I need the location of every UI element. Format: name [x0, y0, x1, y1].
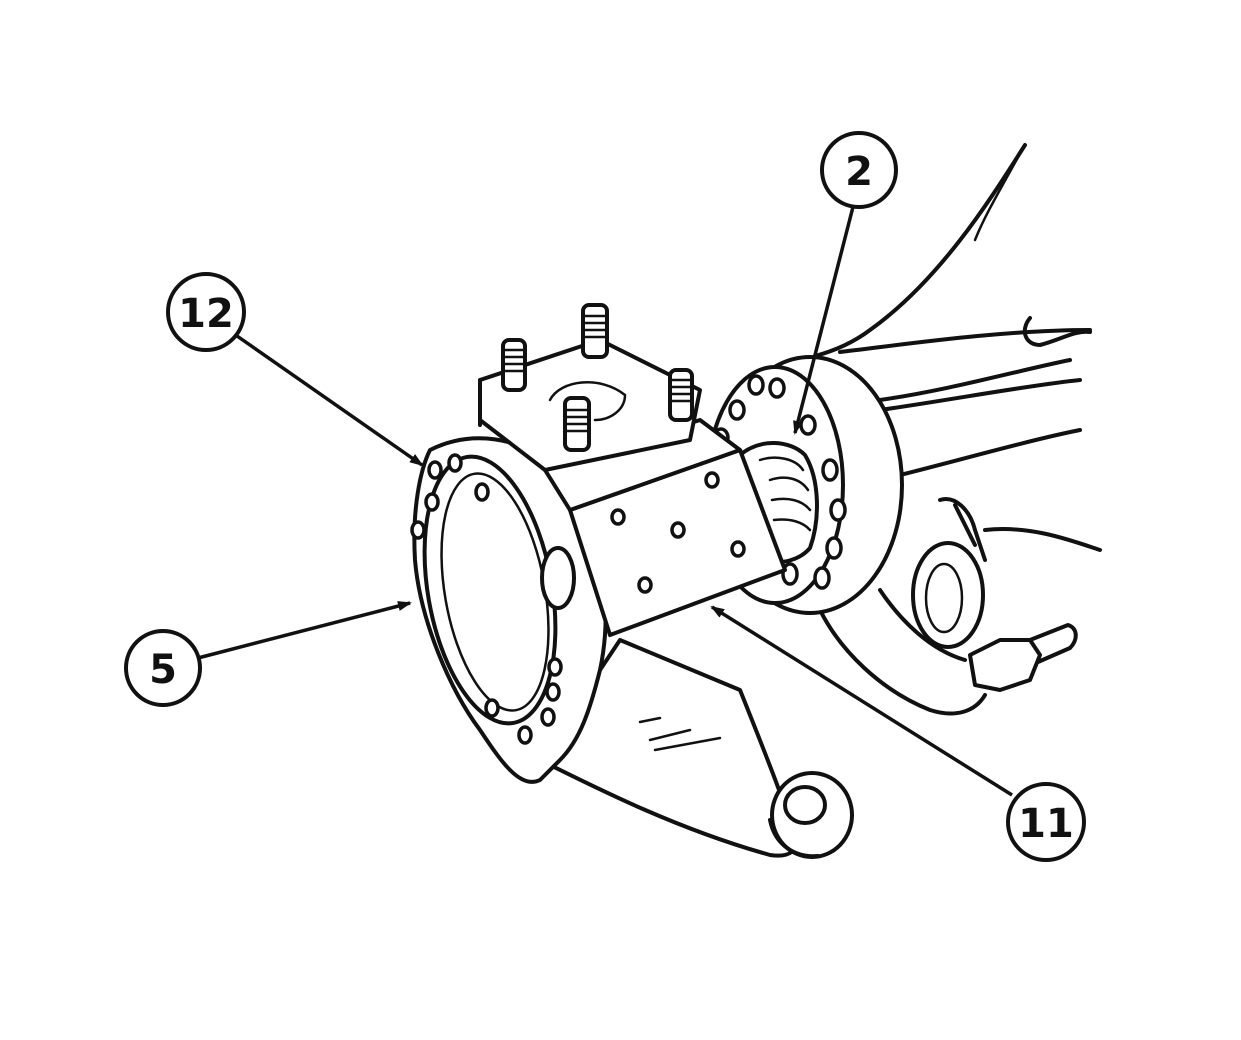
studs: [501, 303, 694, 452]
callout-11: 11: [1006, 782, 1086, 862]
leader-11: [710, 605, 1013, 797]
callout-2: 2: [820, 131, 898, 209]
callout-12: 12: [166, 272, 246, 352]
stud: [581, 303, 609, 359]
callout-label-12: 12: [178, 291, 234, 337]
callout-label-5: 5: [149, 647, 177, 693]
trunnion-spindle: [738, 441, 819, 564]
leader-lines: [197, 202, 1013, 797]
leader-12: [235, 334, 424, 467]
leader-2: [793, 202, 856, 435]
callout-label-2: 2: [845, 149, 873, 195]
callout-5: 5: [124, 629, 202, 707]
stud: [563, 396, 591, 452]
axle-housing: [813, 143, 1102, 552]
callout-label-11: 11: [1018, 801, 1074, 847]
stud: [501, 338, 527, 392]
stud: [668, 368, 694, 422]
leader-5: [197, 601, 412, 660]
tie-rod-arm: [818, 497, 1078, 716]
